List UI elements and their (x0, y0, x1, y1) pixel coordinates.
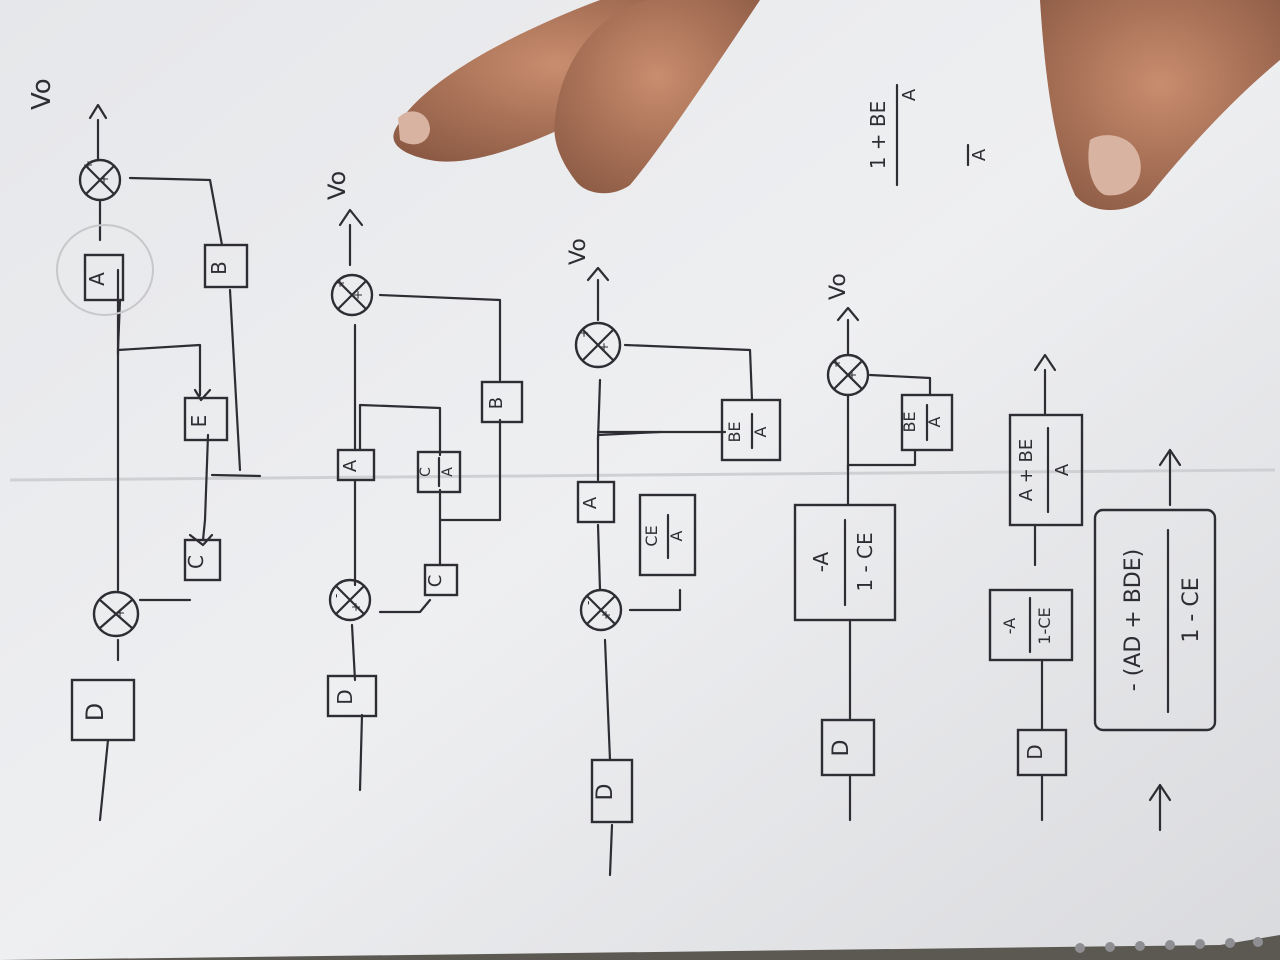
summer-sign: + (349, 602, 363, 612)
diagram-6-blocks: - (AD + BDE) 1 - CE (1093, 508, 1217, 732)
summer-sign: + (829, 358, 843, 368)
d4-label-be-den: A (925, 416, 944, 427)
summer-sign: + (81, 160, 95, 170)
summer-sign: + (351, 290, 365, 300)
d2-block-b (480, 380, 524, 424)
summer-sign: + (577, 328, 591, 338)
fingers (393, 0, 1280, 210)
d3-label-be-num: BE (725, 421, 744, 442)
d2-block-ca (416, 450, 462, 494)
d1-label-e: E (187, 415, 211, 428)
summer-sign: - (329, 594, 343, 598)
d3-block-be (720, 398, 782, 462)
diagram-5 (1033, 353, 1057, 822)
d4-label-be-num: BE (900, 411, 919, 432)
d1-label-a: A (85, 272, 109, 286)
d2-block-input (326, 674, 378, 718)
d4-label-input: D (829, 740, 854, 757)
d2-label-ca-den: A (440, 467, 456, 477)
d3-label-ce-num: CE (642, 525, 661, 546)
diagram-6 (1148, 448, 1182, 832)
d4-block-g (793, 503, 897, 622)
d5-label-g-den: 1-CE (1035, 607, 1054, 644)
d5-block-input (1016, 728, 1068, 777)
d4-block-be (900, 393, 954, 452)
d3-summer-1 (579, 588, 623, 632)
d1-block-c (183, 538, 222, 582)
side-note: 1 + BE A A (866, 83, 990, 187)
d2-label-b: B (486, 397, 507, 409)
d3-block-ce (638, 493, 697, 577)
d3-block-input (590, 758, 634, 824)
summer-sign: + (599, 610, 613, 620)
d1-block-input (70, 678, 136, 742)
d1-label-b: B (207, 261, 231, 275)
diagram-4-blocks: D -A 1 - CE BE A Vo (793, 273, 954, 777)
d1-summer-1 (92, 590, 140, 638)
d3-label-input: D (593, 784, 618, 801)
d2-label-ca-num: C (418, 467, 434, 477)
d1-block-a (83, 253, 125, 302)
d1-block-b (203, 243, 249, 289)
summer-sign: + (333, 278, 347, 288)
d2-label-input: D (333, 689, 357, 704)
side-note-den: A (899, 88, 920, 101)
diagram-3 (586, 266, 754, 877)
d5-label-input: D (1023, 744, 1047, 759)
d2-label-a: A (340, 459, 361, 472)
d4-output-label: Vo (826, 273, 851, 300)
side-note-extra: A (969, 148, 990, 161)
d1-label-c: C (184, 555, 208, 569)
d2-block-a (336, 448, 376, 482)
d1-output-label: Vo (27, 78, 57, 110)
diagram-1-blocks: D C E A B Vo (27, 78, 249, 742)
diagram-2 (338, 208, 502, 792)
summer-sign: - (93, 598, 107, 602)
d2-block-c (423, 563, 459, 597)
d2-label-c: C (425, 575, 446, 588)
d5-block-h (1008, 413, 1084, 527)
d3-label-ce-den: A (667, 530, 686, 541)
diagram-4 (836, 306, 932, 822)
d4-block-input (820, 718, 876, 777)
d3-label-be-den: A (751, 426, 770, 437)
summer-sign: + (845, 370, 859, 380)
d5-label-h-num: A + BE (1016, 439, 1037, 502)
d1-summer-2 (78, 158, 122, 202)
d3-label-a: A (580, 496, 601, 509)
side-note-num: 1 + BE (866, 101, 890, 170)
d2-summer-1 (328, 578, 372, 622)
d3-summer-2 (574, 321, 622, 369)
summer-sign: + (113, 608, 127, 618)
d4-label-g-num: -A (809, 551, 833, 572)
d6-block-final (1093, 508, 1217, 732)
binding-holes (1075, 937, 1263, 953)
d1-block-e (183, 396, 229, 442)
diagram-5-blocks: D -A 1-CE A + BE A (988, 413, 1084, 777)
diagram-2-blocks: D C C A A B Vo (323, 171, 524, 718)
diagram-3-blocks: D A CE A BE A Vo (566, 238, 782, 824)
d5-label-g-num: -A (1000, 618, 1019, 634)
summer-sign: + (97, 174, 111, 184)
d3-block-a (576, 480, 616, 524)
summer-sign: - (581, 601, 595, 605)
d6-label-final-den: 1 - CE (1179, 577, 1204, 642)
summer-sign: + (597, 342, 611, 352)
d2-summer-2 (330, 273, 374, 317)
d4-summer-2 (826, 353, 870, 397)
d2-output-label: Vo (323, 171, 351, 200)
d5-block-g (988, 588, 1074, 662)
d6-label-final-num: - (AD + BDE) (1121, 549, 1146, 691)
d3-output-label: Vo (566, 238, 591, 265)
d1-label-input: D (81, 703, 109, 721)
diagram-1 (88, 103, 262, 822)
d5-label-h-den: A (1052, 463, 1073, 476)
d4-label-g-den: 1 - CE (853, 532, 877, 591)
